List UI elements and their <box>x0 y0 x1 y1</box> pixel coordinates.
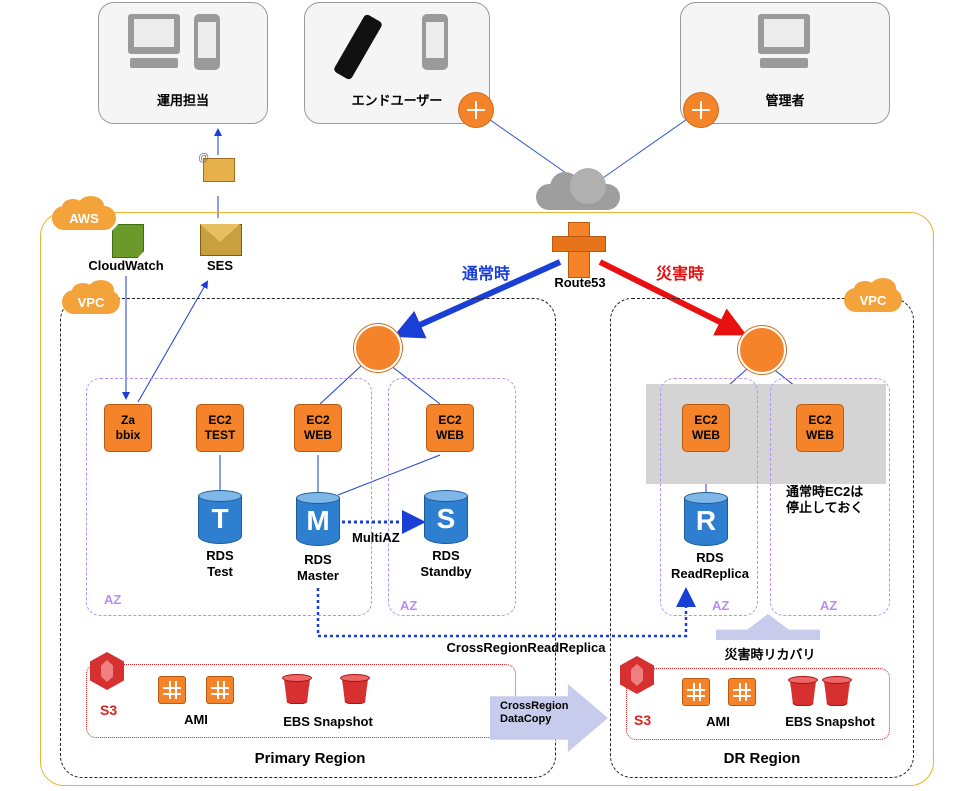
monitor-screen <box>764 19 804 47</box>
ami-icon <box>206 676 234 704</box>
rds-test-icon: T <box>198 490 242 546</box>
keyboard-icon <box>760 58 808 68</box>
router-icon-admin <box>684 93 718 127</box>
keyboard-icon <box>130 58 178 68</box>
dr-az1-label: AZ <box>712 598 730 613</box>
route53-label: Route53 <box>554 275 606 290</box>
bucket-icon <box>282 674 312 706</box>
primary-az2-label: AZ <box>400 598 418 613</box>
ami-icon <box>682 678 710 706</box>
ami-icon <box>728 678 756 706</box>
dr-az2-label: AZ <box>820 598 838 613</box>
aws-tag: AWS <box>52 196 116 230</box>
dr-az1-box <box>660 378 758 616</box>
dr-az2-box <box>770 378 890 616</box>
enduser-label: エンドユーザー <box>351 93 443 108</box>
multiaz-label: MultiAZ <box>352 530 400 545</box>
smartphone-screen <box>426 22 444 58</box>
dr-vpc-tag: VPC <box>844 278 902 312</box>
dr-vpc-box <box>610 298 914 778</box>
cloudwatch-label: CloudWatch <box>88 258 164 273</box>
primary-ami-label: AMI <box>184 712 208 727</box>
bucket-icon <box>788 676 818 708</box>
primary-az1-label: AZ <box>104 592 122 607</box>
rds-read-replica-icon: R <box>684 492 728 548</box>
primary-vpc-box <box>60 298 556 778</box>
primary-az1-box <box>86 378 372 616</box>
smartphone-screen <box>198 22 216 58</box>
dr-s3-label: S3 <box>634 712 652 728</box>
dr-elb-icon <box>738 326 786 374</box>
route53-icon <box>552 222 606 278</box>
disaster-label: 災害時 <box>656 266 705 283</box>
router-icon-enduser <box>459 93 493 127</box>
ops-box <box>98 2 268 124</box>
recovery-label: 災害時リカバリ <box>724 647 816 662</box>
normal-label: 通常時 <box>462 266 511 283</box>
primary-vpc-tag: VPC <box>62 280 120 314</box>
dr-s3-box <box>626 668 890 740</box>
dr-region-label: DR Region <box>723 750 801 767</box>
dr-ebs-label: EBS Snapshot <box>785 714 875 729</box>
bucket-icon <box>822 676 852 708</box>
dr-ami-label: AMI <box>706 714 730 729</box>
aws-cloud-box <box>40 212 934 786</box>
primary-region-label: Primary Region <box>254 750 366 767</box>
email-icon <box>203 158 235 182</box>
bucket-icon <box>340 674 370 706</box>
primary-az2-box <box>388 378 516 616</box>
primary-ebs-label: EBS Snapshot <box>283 714 373 729</box>
cross-region-read-replica-label: CrossRegionReadReplica <box>446 640 606 655</box>
admin-label: 管理者 <box>765 93 805 108</box>
internet-cloud-icon <box>536 168 620 210</box>
monitor-screen <box>134 19 174 47</box>
email-at-icon: @ <box>198 152 210 164</box>
rds-master-icon: M <box>296 492 340 548</box>
cloudwatch-icon <box>112 224 144 258</box>
rds-standby-icon: S <box>424 490 468 546</box>
primary-elb-icon <box>354 324 402 372</box>
ami-icon <box>158 676 186 704</box>
ses-label: SES <box>206 258 234 273</box>
primary-s3-label: S3 <box>100 702 118 718</box>
stopped-note: 通常時EC2は停止しておく <box>786 484 864 515</box>
ops-label: 運用担当 <box>156 93 210 108</box>
